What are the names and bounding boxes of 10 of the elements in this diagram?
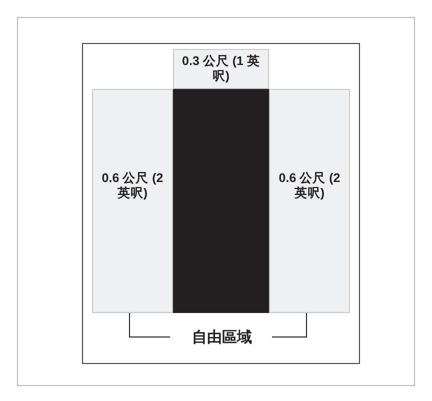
clearance-label: 0.6 公尺 (2 英呎) (100, 171, 164, 201)
leader-line (129, 312, 170, 338)
clearance-zone (92, 89, 173, 313)
leader-line (272, 312, 307, 338)
clearance-label: 0.6 公尺 (2 英呎) (278, 171, 342, 201)
zone-label: 自由區域 (192, 330, 252, 344)
device-block (173, 89, 269, 313)
clearance-zone (173, 49, 269, 89)
clearance-zone (269, 89, 350, 313)
clearance-label: 0.3 公尺 (1 英呎) (181, 54, 261, 84)
